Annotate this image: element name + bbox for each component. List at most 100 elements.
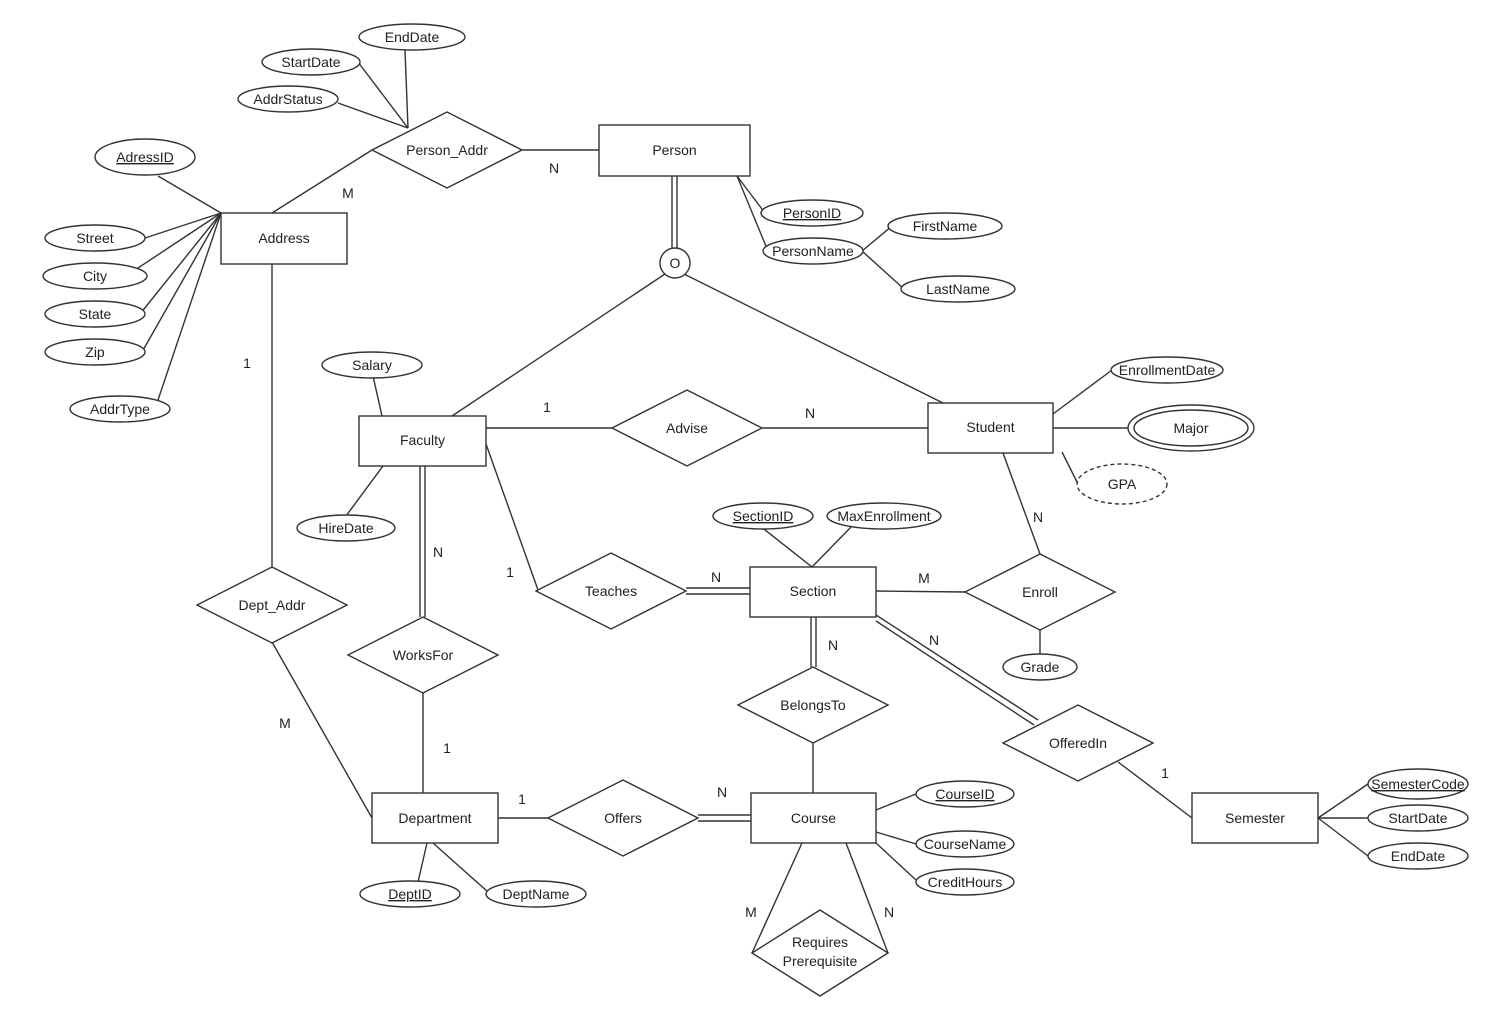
line-student-gpa [1061, 451, 1079, 485]
attribute-addrtype[interactable]: AddrType [69, 395, 171, 423]
line-faculty-teaches [485, 443, 539, 591]
entity-section[interactable]: Section [749, 566, 877, 618]
attribute-addrstatus[interactable]: AddrStatus [237, 85, 339, 113]
relationship-requires-label-line1: Requires [792, 934, 848, 950]
attribute-courseid[interactable]: CourseID [915, 780, 1015, 808]
card-offeredin-section: N [929, 632, 939, 648]
attribute-personname-label: PersonName [772, 243, 854, 259]
attribute-salary-label: Salary [352, 357, 392, 373]
relationship-offeredin-label: OfferedIn [1049, 735, 1107, 751]
attribute-city-label: City [83, 268, 107, 284]
entity-person[interactable]: Person [598, 124, 751, 177]
line-sectionid-section [759, 525, 813, 568]
relationship-worksfor[interactable]: WorksFor [346, 616, 500, 694]
attribute-adressid-label: AdressID [116, 149, 174, 165]
card-teaches-faculty: 1 [506, 564, 514, 580]
attribute-startdate-semester[interactable]: StartDate [1367, 804, 1469, 832]
attribute-gpa-derived[interactable]: GPA [1076, 463, 1168, 505]
attribute-state[interactable]: State [44, 300, 146, 328]
line-deptaddr-department [271, 641, 373, 819]
attribute-deptid-label: DeptID [388, 886, 432, 902]
relationship-belongsto[interactable]: BelongsTo [736, 666, 890, 744]
attribute-salary[interactable]: Salary [321, 351, 423, 379]
card-enroll-student: N [1033, 509, 1043, 525]
attribute-lastname[interactable]: LastName [900, 275, 1016, 303]
line-zip-address [141, 212, 222, 353]
attribute-state-label: State [79, 306, 112, 322]
card-person-addr-person: N [549, 160, 559, 176]
relationship-offers-label: Offers [604, 810, 642, 826]
card-person-addr-address: M [342, 185, 354, 201]
relationship-enroll-label: Enroll [1022, 584, 1058, 600]
attribute-semestercode-label: SemesterCode [1371, 776, 1465, 792]
card-prereq-m: M [745, 904, 757, 920]
relationship-dept-addr[interactable]: Dept_Addr [195, 566, 349, 644]
relationship-teaches[interactable]: Teaches [534, 552, 688, 630]
entity-course[interactable]: Course [750, 792, 877, 844]
attribute-deptname-label: DeptName [503, 886, 570, 902]
attribute-enddate-semester[interactable]: EndDate [1367, 842, 1469, 870]
line-enddate-personaddr [404, 49, 409, 129]
entity-semester[interactable]: Semester [1191, 792, 1319, 844]
line-personname-lastname [861, 250, 905, 290]
line-semester-enddate [1317, 817, 1369, 857]
attribute-sectionid[interactable]: SectionID [712, 502, 814, 530]
attribute-personid[interactable]: PersonID [760, 199, 864, 227]
attribute-startdate-personaddr[interactable]: StartDate [261, 48, 361, 76]
attribute-deptid[interactable]: DeptID [359, 880, 461, 908]
attribute-semestercode[interactable]: SemesterCode [1367, 768, 1469, 800]
relationship-worksfor-label: WorksFor [393, 647, 454, 663]
disjoint-symbol: O [670, 255, 681, 271]
card-teaches-section: N [711, 569, 721, 585]
line-disjoint-student [683, 273, 946, 405]
attribute-personname[interactable]: PersonName [762, 237, 864, 265]
relationship-belongsto-label: BelongsTo [780, 697, 846, 713]
card-worksfor-faculty: N [433, 544, 443, 560]
attribute-zip[interactable]: Zip [44, 338, 146, 366]
card-belongsto-section: N [828, 637, 838, 653]
entity-student[interactable]: Student [927, 402, 1054, 454]
attribute-personid-label: PersonID [783, 205, 841, 221]
attribute-hiredate[interactable]: HireDate [296, 514, 396, 542]
line-student-enroll [1002, 452, 1041, 555]
relationship-dept-addr-label: Dept_Addr [239, 597, 306, 613]
entity-section-label: Section [790, 583, 837, 599]
relationship-offeredin[interactable]: OfferedIn [1001, 704, 1155, 782]
line-salary-faculty [372, 375, 383, 417]
attribute-enrollmentdate[interactable]: EnrollmentDate [1110, 356, 1224, 384]
attribute-deptname[interactable]: DeptName [485, 880, 587, 908]
entity-faculty[interactable]: Faculty [358, 415, 487, 467]
attribute-addrstatus-label: AddrStatus [253, 91, 322, 107]
attribute-firstname-label: FirstName [913, 218, 978, 234]
relationship-requires-prerequisite[interactable]: Requires Prerequisite [750, 909, 890, 997]
attribute-maxenrollment[interactable]: MaxEnrollment [826, 502, 942, 530]
relationship-enroll[interactable]: Enroll [963, 553, 1117, 631]
attribute-major-multivalued[interactable]: Major [1127, 404, 1255, 452]
attribute-enddate-personaddr[interactable]: EndDate [358, 23, 466, 51]
attribute-adressid[interactable]: AdressID [94, 138, 196, 176]
card-offers-course: N [717, 784, 727, 800]
attribute-coursename[interactable]: CourseName [915, 830, 1015, 858]
line-personaddr-address [271, 149, 373, 214]
line-section-enroll [875, 590, 967, 593]
attribute-addrtype-label: AddrType [90, 401, 150, 417]
relationship-offers[interactable]: Offers [546, 779, 700, 857]
attribute-firstname[interactable]: FirstName [887, 212, 1003, 240]
line-state-address [139, 212, 222, 315]
relationship-teaches-label: Teaches [585, 583, 637, 599]
entity-address[interactable]: Address [220, 212, 348, 265]
attribute-credithours[interactable]: CreditHours [915, 868, 1015, 896]
relationship-person-addr-label: Person_Addr [406, 142, 488, 158]
attribute-city[interactable]: City [42, 262, 148, 290]
line-student-enrollmentdate [1052, 369, 1113, 415]
line-person-personname [736, 175, 769, 252]
attribute-street[interactable]: Street [44, 224, 146, 252]
entity-department[interactable]: Department [371, 792, 499, 844]
card-worksfor-department: 1 [443, 740, 451, 756]
line-offeredin-semester [1117, 761, 1193, 819]
relationship-person-addr[interactable]: Person_Addr [370, 111, 524, 189]
attribute-grade[interactable]: Grade [1002, 653, 1078, 681]
card-dept-addr-department: M [279, 715, 291, 731]
relationship-advise[interactable]: Advise [610, 389, 764, 467]
